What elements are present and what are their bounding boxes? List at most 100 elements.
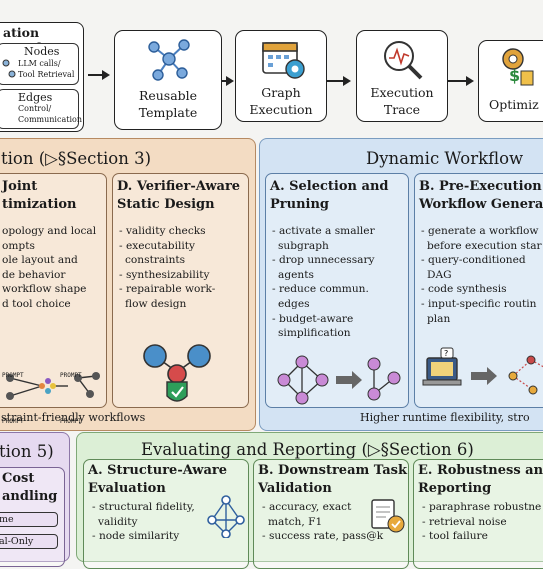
list-item: - query-conditioned [421, 254, 526, 267]
list-item: validity [98, 515, 138, 528]
col-b-title-1: B. Pre-Execution [419, 179, 542, 194]
list-item: constraints [125, 254, 186, 267]
static-footer: straint-friendly workflows [1, 411, 146, 424]
list-item: ompts [2, 239, 35, 252]
list-item: before execution star [427, 239, 542, 252]
verifier-aware-box: D. Verifier-Aware Static Design - validi… [112, 173, 249, 408]
list-item: - budget-aware [272, 312, 354, 325]
prompt-label: PROMPT [2, 372, 24, 379]
eval-a-title-2: Evaluation [88, 480, 166, 496]
col-a-list: - activate a smaller subgraph - drop unn… [272, 224, 375, 341]
eval-b-title-2: Validation [258, 480, 332, 496]
network-template-icon [148, 39, 190, 81]
eval-e-title-2: Reporting [418, 480, 492, 496]
optimization-card: $ Optimiz [478, 40, 543, 122]
list-item: d tool choice [2, 298, 71, 311]
list-item: - input-specific routin [421, 298, 537, 311]
nodes-box: Nodes LLM calls/ Tool Retrieval [0, 43, 79, 85]
list-item: DAG [427, 268, 452, 281]
list-item: - repairable work- [119, 283, 216, 296]
svg-text:$: $ [509, 66, 520, 85]
edges-label: Edges [18, 91, 53, 104]
step-3-label-2: Trace [383, 101, 421, 117]
selection-pruning-box: A. Selection and Pruning - activate a sm… [265, 173, 409, 408]
step-1-label-1: Reusable [138, 88, 198, 103]
dynamic-section-panel: Dynamic Workflow A. Selection and Prunin… [259, 138, 543, 431]
section-5-title: tion 5) [0, 442, 54, 461]
cost-handling-box: Cost andling me al-Only [0, 467, 65, 567]
flow-arrow-2 [222, 76, 234, 86]
list-item: - code synthesis [421, 283, 507, 296]
list-item: - tool failure [422, 530, 488, 543]
list-item: ole layout and [2, 254, 78, 267]
cost-title-1: Cost [2, 471, 35, 486]
list-item: - success rate, pass@k [262, 530, 384, 543]
downstream-task-box: B. Downstream Task Validation - accuracy… [253, 459, 409, 569]
col-b-list: - generate a workflow before execution s… [421, 224, 542, 326]
col-d-title-2: Static Design [117, 196, 215, 212]
eval-section-title: Evaluating and Reporting (▷§Section 6) [141, 440, 474, 459]
graph-execution-card: Graph Execution [235, 30, 327, 122]
pre-execution-box: B. Pre-Execution Workflow Genera - gener… [414, 173, 543, 408]
list-item: match, F1 [268, 515, 323, 528]
calendar-gear-icon [262, 42, 305, 79]
gear-coins-icon: $ [502, 48, 534, 86]
prompt-label: PROMPT [60, 372, 82, 379]
list-item: - synthesizability [119, 268, 210, 281]
robustness-box: E. Robustness and Reporting - paraphrase… [413, 459, 543, 569]
list-item: simplification [278, 327, 351, 340]
step-3-label-1: Execution [370, 85, 434, 100]
laptop-generation-diagram: ? [422, 347, 543, 395]
list-item: subgraph [278, 239, 329, 252]
nodes-desc-1: LLM calls/ [18, 59, 61, 68]
col-d-title-1: D. Verifier-Aware [117, 179, 241, 194]
list-item: - generate a workflow [421, 225, 539, 237]
cost-title-2: andling [2, 488, 58, 504]
svg-text:?: ? [444, 349, 448, 358]
document-check-icon [371, 499, 405, 533]
eval-a-title-1: A. Structure-Aware [88, 463, 228, 478]
col-a-title-2: Pruning [270, 196, 330, 212]
list-item: de behavior [2, 268, 66, 281]
verified-team-icon [143, 344, 211, 402]
list-item: - activate a smaller [272, 225, 375, 237]
flow-arrow-1 [88, 70, 110, 80]
list-item: - drop unnecessary [272, 254, 375, 267]
list-item: workflow shape [2, 283, 87, 296]
joint-optimization-box: Joint timization opology and local ompts… [0, 173, 107, 425]
node-dots-icon [2, 59, 16, 78]
eval-only-pill: al-Only [0, 534, 58, 549]
col-d-list: - validity checks - executability constr… [119, 224, 215, 312]
edges-desc-1: Control/ [18, 104, 52, 113]
static-section-panel: tion (▷§Section 3) Joint timization opol… [0, 138, 256, 431]
eval-e-title-1: E. Robustness and [418, 463, 543, 478]
col-c-title-1: Joint [2, 179, 38, 194]
list-item: - retrieval noise [422, 515, 507, 528]
flow-arrow-3 [327, 76, 351, 86]
col-a-title-1: A. Selection and [270, 179, 389, 194]
col-b-title-2: Workflow Genera [419, 196, 543, 212]
magnifier-trace-icon [384, 41, 423, 80]
eval-b-list: - accuracy, exact match, F1 - success ra… [262, 500, 383, 544]
list-item: edges [278, 298, 310, 311]
eval-b-title-1: B. Downstream Task [258, 463, 407, 478]
time-pill: me [0, 512, 58, 527]
list-item: - validity checks [119, 225, 206, 237]
prompt-graph-diagram [6, 372, 100, 400]
list-item: agents [278, 268, 314, 281]
structure-graph-icon [207, 495, 245, 538]
prompt-label: PROMPT [60, 418, 82, 425]
execution-trace-card: Execution Trace [356, 30, 448, 122]
edges-desc-2: Communication [18, 115, 82, 124]
dynamic-section-title: Dynamic Workflow [366, 149, 524, 168]
dynamic-footer: Higher runtime flexibility, stro [360, 411, 530, 424]
col-c-title-2: timization [2, 196, 77, 212]
nodes-label: Nodes [24, 45, 60, 58]
list-item: plan [427, 312, 451, 325]
list-item: - reduce commun. [272, 283, 369, 296]
col-c-list: opology and local ompts ole layout and d… [2, 224, 96, 312]
eval-e-list: - paraphrase robustne - retrieval noise … [422, 500, 541, 544]
step-4-label-1: Optimiz [489, 97, 539, 112]
reusable-template-card: Reusable Template [114, 30, 222, 130]
flow-arrow-4 [448, 76, 474, 86]
